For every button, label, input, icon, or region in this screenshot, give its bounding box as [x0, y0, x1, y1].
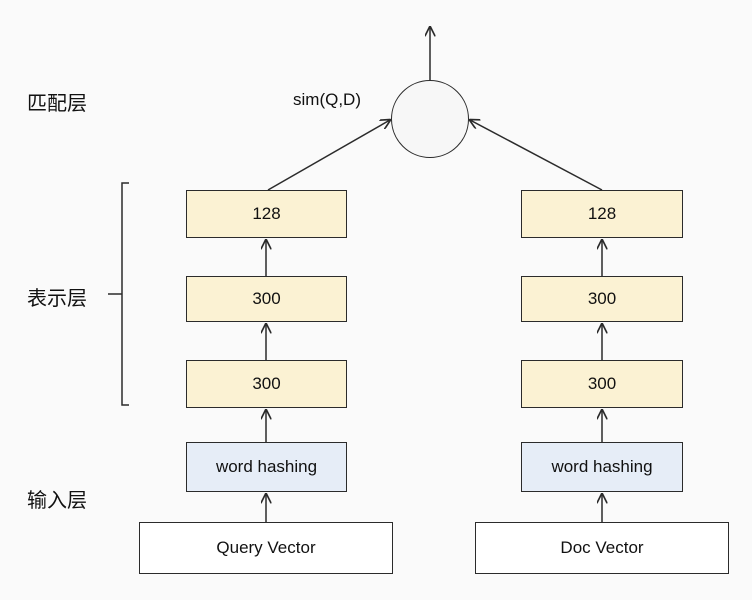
- similarity-node: [391, 80, 469, 158]
- arrow-doc-128-to-sim: [470, 120, 603, 191]
- representation-layer-label: 表示层: [27, 286, 87, 310]
- representation-bracket: [108, 182, 129, 406]
- input-layer-label: 输入层: [27, 488, 87, 512]
- arrow-query-128-to-sim: [267, 120, 390, 191]
- doc-layer-300-lower: 300: [521, 360, 683, 408]
- query-layer-300-upper: 300: [186, 276, 347, 322]
- doc-vector-input: Doc Vector: [475, 522, 729, 574]
- doc-layer-300-upper: 300: [521, 276, 683, 322]
- query-word-hashing: word hashing: [186, 442, 347, 492]
- doc-word-hashing: word hashing: [521, 442, 683, 492]
- matching-layer-label: 匹配层: [27, 91, 87, 115]
- query-layer-128: 128: [186, 190, 347, 238]
- query-vector-input: Query Vector: [139, 522, 393, 574]
- doc-layer-128: 128: [521, 190, 683, 238]
- query-layer-300-lower: 300: [186, 360, 347, 408]
- similarity-label: sim(Q,D): [293, 90, 361, 109]
